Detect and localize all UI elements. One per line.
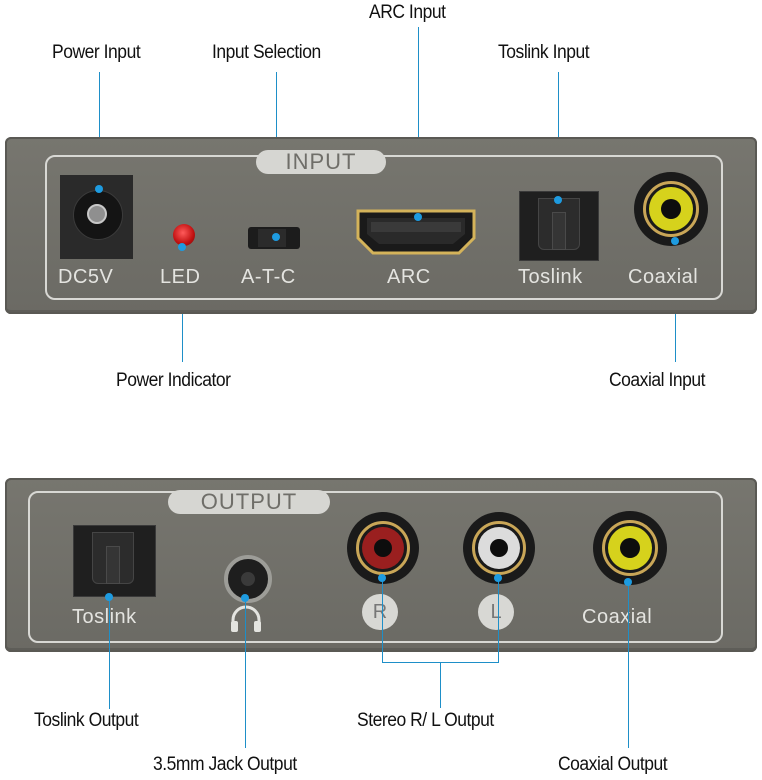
label-led: LED: [160, 266, 201, 288]
output-panel-title: OUTPUT: [168, 490, 330, 514]
coaxial-output-hole: [620, 538, 640, 558]
hdmi-arc-port[interactable]: [355, 208, 477, 256]
coaxial-output-ring: [602, 520, 658, 576]
input-panel-title: INPUT: [256, 150, 386, 174]
label-arc: ARC: [387, 266, 431, 288]
callout-toslink-input: Toslink Input: [498, 42, 590, 63]
callout-input-selection: Input Selection: [212, 42, 321, 63]
leader-line-coaxial-output: [628, 582, 629, 748]
leader-line-arc-input: [418, 27, 419, 217]
callout-power-indicator: Power Indicator: [116, 370, 231, 391]
callout-power-input: Power Input: [52, 42, 141, 63]
callout-toslink-output: Toslink Output: [34, 710, 139, 731]
headphone-jack-port[interactable]: [224, 555, 272, 603]
callout-dot-coaxial-output: [624, 578, 632, 586]
right-channel-badge: R: [362, 594, 398, 630]
dc-jack-socket: [73, 190, 123, 240]
callout-coaxial-input: Coaxial Input: [609, 370, 706, 391]
right-audio-output-port[interactable]: [347, 512, 419, 584]
dc-jack-pin: [87, 204, 107, 224]
callout-dot-input-selection: [272, 233, 280, 241]
label-dc5v: DC5V: [58, 266, 114, 288]
label-coaxial-out: Coaxial: [582, 606, 653, 628]
callout-arc-input: ARC Input: [369, 2, 446, 23]
leader-line-toslink-output: [109, 597, 110, 709]
callout-dot-jack-output: [241, 594, 249, 602]
power-led: [173, 224, 195, 246]
right-output-ring: [356, 521, 410, 575]
leader-line-power-input: [99, 72, 100, 190]
callout-dot-arc-input: [414, 213, 422, 221]
callout-dot-coaxial-input: [671, 237, 679, 245]
label-coaxial-in: Coaxial: [628, 266, 699, 288]
callout-dot-left-output: [494, 574, 502, 582]
left-audio-output-port[interactable]: [463, 512, 535, 584]
leader-line-right-output: [382, 578, 383, 662]
leader-line-jack-output: [245, 598, 246, 748]
toslink-output-slot: [106, 546, 120, 584]
toslink-output-port[interactable]: [73, 525, 156, 597]
callout-jack-output: 3.5mm Jack Output: [153, 754, 297, 775]
callout-dot-toslink-output: [105, 593, 113, 601]
coaxial-input-ring: [643, 181, 699, 237]
callout-dot-power-input: [95, 185, 103, 193]
label-atc: A-T-C: [241, 266, 296, 288]
callout-coaxial-output: Coaxial Output: [558, 754, 668, 775]
leader-line-toslink-input: [558, 72, 559, 200]
label-toslink-out: Toslink: [72, 606, 137, 628]
headphone-jack-hole: [241, 572, 255, 586]
left-channel-badge: L: [478, 594, 514, 630]
headphone-icon: [231, 605, 261, 632]
label-toslink-in: Toslink: [518, 266, 583, 288]
left-output-hole: [490, 539, 508, 557]
leader-line-stereo-output: [440, 662, 441, 708]
right-output-hole: [374, 539, 392, 557]
coaxial-output-port[interactable]: [593, 511, 667, 585]
callout-dot-power-indicator: [178, 243, 186, 251]
toslink-input-slot: [552, 212, 566, 250]
output-panel-border: [28, 491, 723, 643]
leader-line-left-output: [498, 578, 499, 662]
callout-dot-right-output: [378, 574, 386, 582]
left-output-ring: [472, 521, 526, 575]
callout-stereo-output: Stereo R/ L Output: [357, 710, 494, 731]
coaxial-input-hole: [661, 199, 681, 219]
callout-dot-toslink-input: [554, 196, 562, 204]
coaxial-input-port[interactable]: [634, 172, 708, 246]
